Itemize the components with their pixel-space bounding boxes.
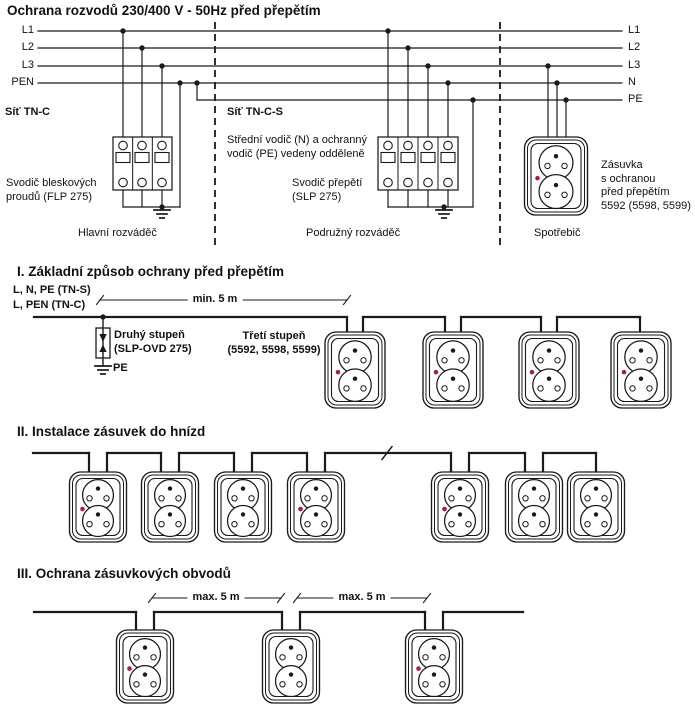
section1-title: I. Základní způsob ochrany před přepětím [17, 264, 285, 279]
section3-dim-label-1: max. 5 m [187, 591, 245, 605]
caption-sub-switchboard: Podružný rozváděč [306, 227, 401, 239]
wire-label-left-l3: L3 [21, 59, 34, 71]
arrester-left-label: Svodič bleskových proudů (FLP 275) [6, 177, 97, 204]
spd-stage2-label-line1: Druhý stupeň [114, 329, 185, 341]
socket-description-line2: s ochranou [601, 172, 656, 185]
section1-feed-line1: L, N, PE (TN-S) [13, 284, 91, 296]
wire-label-right-pe: PE [628, 93, 643, 105]
stage3-label: Třetí stupeň (5592, 5598, 5599) [228, 330, 321, 357]
wire-label-left-pen: PEN [11, 76, 34, 88]
socket-description-line1: Zásuvka [601, 159, 643, 171]
section1-feed-line2: L, PEN (TN-C) [13, 299, 86, 311]
arrester-left-label-line2: proudů (FLP 275) [6, 190, 93, 203]
wire-label-right-n: N [628, 76, 636, 88]
socket-description-line3: před přepětím [601, 186, 670, 198]
wire-label-left-l1: L1 [21, 24, 34, 36]
tncs-note-line1: Střední vodič (N) a ochranný [227, 134, 368, 146]
caption-appliance: Spotřebič [534, 227, 581, 239]
arrester-right-label: Svodič přepětí (SLP 275) [292, 177, 362, 204]
spd-stage2-label: Druhý stupeň (SLP-OVD 275) [114, 329, 192, 356]
network-label-tnc: Síť TN-C [5, 106, 50, 118]
spd-stage2-label-line2: (SLP-OVD 275) [114, 342, 192, 355]
wire-label-right-l2: L2 [628, 41, 641, 53]
spd-pe-label: PE [113, 362, 128, 374]
arrester-right-label-line2: (SLP 275) [292, 190, 342, 203]
wire-label-right-l3: L3 [628, 59, 641, 71]
wire-label-right-l1: L1 [628, 24, 641, 36]
stage3-label-line2: (5592, 5598, 5599) [227, 343, 321, 356]
tncs-note-line2: vodič (PE) vedeny odděleně [227, 147, 365, 160]
page-title: Ochrana rozvodů 230/400 V - 50Hz před př… [7, 3, 321, 18]
section3-dim-label-2: max. 5 m [333, 591, 391, 605]
wire-label-left-l2: L2 [21, 41, 34, 53]
socket-description: Zásuvka s ochranou před přepětím 5592 (5… [601, 159, 691, 213]
section3-title: III. Ochrana zásuvkových obvodů [17, 566, 231, 581]
tncs-note: Střední vodič (N) a ochranný vodič (PE) … [227, 134, 367, 161]
caption-main-switchboard: Hlavní rozváděč [78, 227, 157, 239]
section1-dim-label: min. 5 m [187, 293, 243, 307]
arrester-right-label-line1: Svodič přepětí [292, 177, 363, 189]
network-label-tncs: Síť TN-C-S [227, 106, 283, 118]
stage3-label-line1: Třetí stupeň [242, 330, 306, 342]
section2-title: II. Instalace zásuvek do hnízd [17, 424, 206, 439]
arrester-left-label-line1: Svodič bleskových [6, 177, 97, 189]
socket-description-line4: 5592 (5598, 5599) [601, 199, 691, 212]
